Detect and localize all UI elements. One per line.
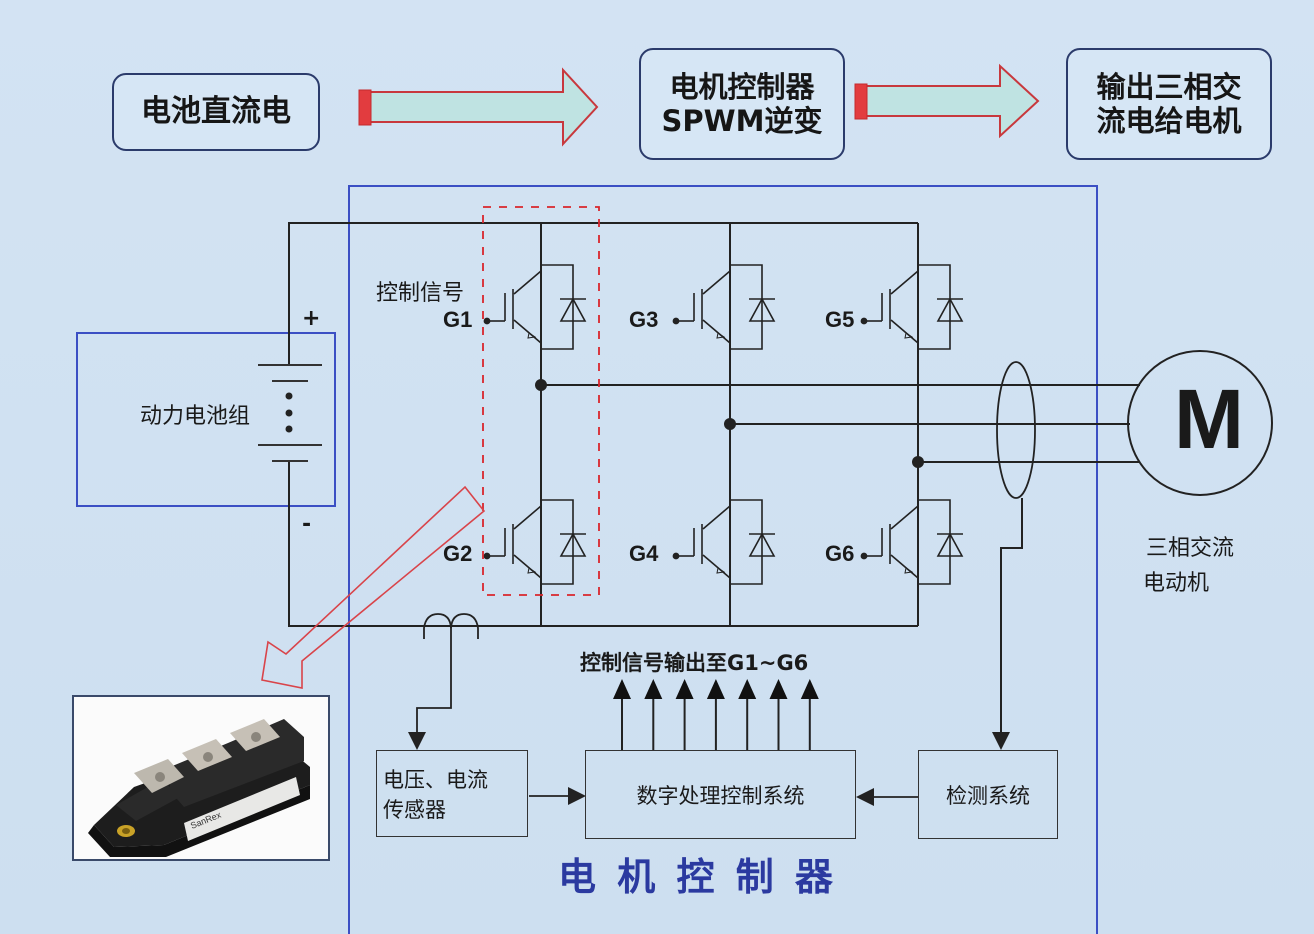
control-output-arrowhead [800,679,819,699]
dc-bus [288,222,918,627]
battery-minus-label: - [302,512,312,537]
igbt-switch-1 [483,264,587,350]
gate-label-g4: G4 [629,541,659,566]
flow-box-battery-dc: 电池直流电 [112,73,320,151]
motor-circle [1127,350,1273,496]
igbt-switch-4 [672,499,776,585]
dsp-block-label: 数字处理控制系统 [636,783,805,808]
detection-system-block: 检测系统 [918,750,1058,839]
sensor-block-line1: 电压、电流 [383,767,488,792]
flow-arrow-1 [358,67,599,147]
motor-symbol: M [1174,372,1244,466]
motor-label-line2: 电动机 [1143,571,1210,596]
detect-to-dsp-arrowhead [856,788,874,806]
gate-label-g1: G1 [443,307,473,332]
sensor-arrowhead [992,732,1010,750]
battery-ellipsis [285,392,293,433]
igbt-module-illustration: SanRex [74,697,328,859]
igbt-module-photo: SanRex [72,695,330,861]
battery-pack-box [76,332,336,507]
voltage-current-sensor-block: 电压、电流 传感器 [376,750,528,837]
flow-step3-line1: 输出三相交 [1096,69,1242,104]
module-callout-arrow [261,485,486,689]
battery-plus-label: + [302,306,321,331]
sensor-down-arrowhead [408,732,426,750]
digital-control-system-block: 数字处理控制系统 [585,750,856,839]
gate-label-g3: G3 [629,307,659,332]
sensor-to-dsp-arrowhead [568,787,586,805]
flow-step2-line2: SPWM逆变 [661,104,823,138]
control-output-arrowhead [675,679,694,699]
phase-lines [541,384,1140,463]
flow-box-three-phase-output: 输出三相交 流电给电机 [1066,48,1272,160]
battery-cells [258,364,322,462]
control-output-label: 控制信号输出至G1~G6 [580,651,809,675]
motor-controller-title: 电 机 控 制 器 [558,855,837,899]
igbt-switch-5 [860,264,964,350]
sensor-signal-line [1000,498,1023,742]
battery-pack-label: 动力电池组 [140,404,251,429]
igbt-switch-2 [483,499,587,585]
igbt-switch-6 [860,499,964,585]
gate-label-g6: G6 [825,541,855,566]
gate-label-g2: G2 [443,541,473,566]
sensor-block-line2: 传感器 [383,797,446,822]
flow-step1-label: 电池直流电 [141,94,291,130]
bus-sensor-taps [416,613,479,742]
igbt-highlight-box [482,206,600,596]
control-signal-label: 控制信号 [376,281,465,306]
flow-box-motor-controller: 电机控制器 SPWM逆变 [639,48,845,160]
flow-arrow-2 [854,63,1040,139]
current-sensor-ring [996,361,1036,499]
control-output-arrows [613,679,819,750]
igbt-switch-3 [672,264,776,350]
control-output-arrowhead [644,679,663,699]
motor-label-line1: 三相交流 [1146,536,1235,561]
flow-step2-line1: 电机控制器 [669,69,815,104]
detect-block-label: 检测系统 [946,783,1030,808]
flow-step3-line2: 流电给电机 [1096,104,1242,138]
control-output-arrowhead [613,679,631,699]
control-output-arrowhead [706,679,725,699]
phase-junction-dots [535,379,924,468]
motor-controller-boundary [348,185,1098,934]
control-output-arrowhead [769,679,788,699]
gate-label-g5: G5 [825,307,855,332]
control-output-arrowhead [738,679,757,699]
